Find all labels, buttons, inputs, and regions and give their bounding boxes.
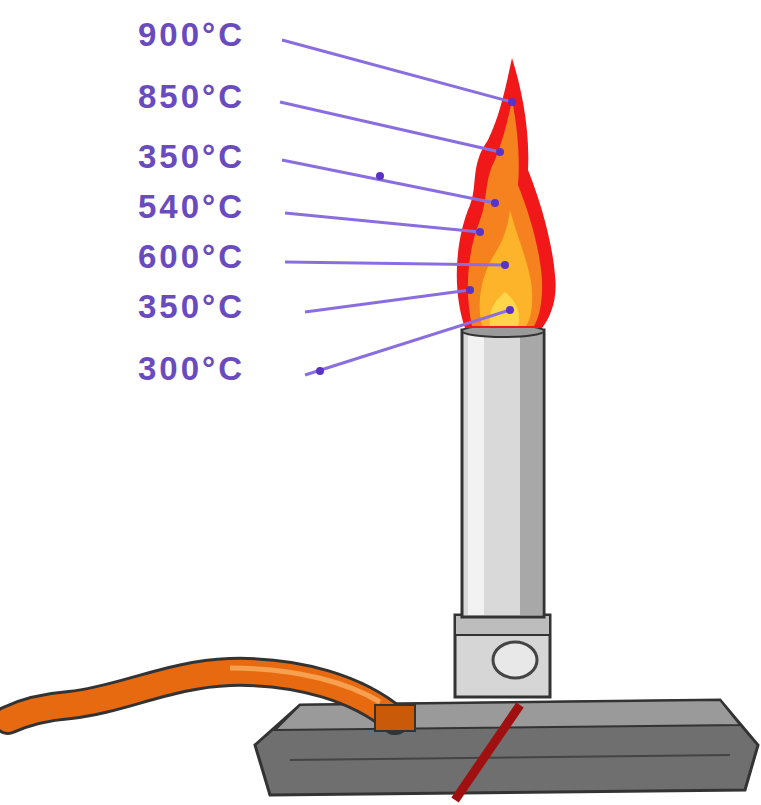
leader-line — [305, 310, 510, 375]
burner-base — [255, 700, 758, 795]
leader-line — [305, 290, 470, 312]
gas-hose — [8, 672, 395, 720]
air-hole — [493, 642, 537, 678]
leader-dot — [476, 228, 484, 236]
hose-highlight — [230, 668, 380, 702]
temperature-label: 350°C — [138, 140, 245, 173]
temperature-label: 540°C — [138, 190, 245, 223]
leader-line — [280, 102, 500, 152]
leader-line — [285, 262, 505, 265]
leader-lines — [280, 40, 516, 375]
temperature-label: 900°C — [138, 18, 245, 51]
air-collar — [455, 615, 550, 697]
barrel-shadow — [520, 332, 542, 615]
barrel-highlight — [468, 332, 484, 615]
temperature-label: 350°C — [138, 290, 245, 323]
leader-dot — [508, 98, 516, 106]
leader-dot — [496, 148, 504, 156]
leader-line — [282, 40, 512, 102]
hose-nozzle — [375, 705, 415, 731]
flame-inner — [480, 210, 533, 326]
base-red-stripe — [455, 705, 520, 800]
burner-barrel — [462, 330, 544, 617]
flame-core — [490, 292, 519, 326]
leader-line — [285, 213, 480, 232]
leader-dot — [316, 367, 324, 375]
gas-hose-outline — [8, 672, 395, 720]
base-edge — [290, 755, 730, 760]
temperature-label: 850°C — [138, 80, 245, 113]
flame-middle — [468, 100, 542, 326]
leader-dot — [506, 306, 514, 314]
flame-outer — [457, 58, 556, 328]
temperature-label: 300°C — [138, 352, 245, 385]
leader-dot — [501, 261, 509, 269]
leader-dot — [376, 172, 384, 180]
leader-dot — [491, 199, 499, 207]
temperature-label: 600°C — [138, 240, 245, 273]
leader-dot — [466, 286, 474, 294]
leader-line — [282, 160, 495, 203]
